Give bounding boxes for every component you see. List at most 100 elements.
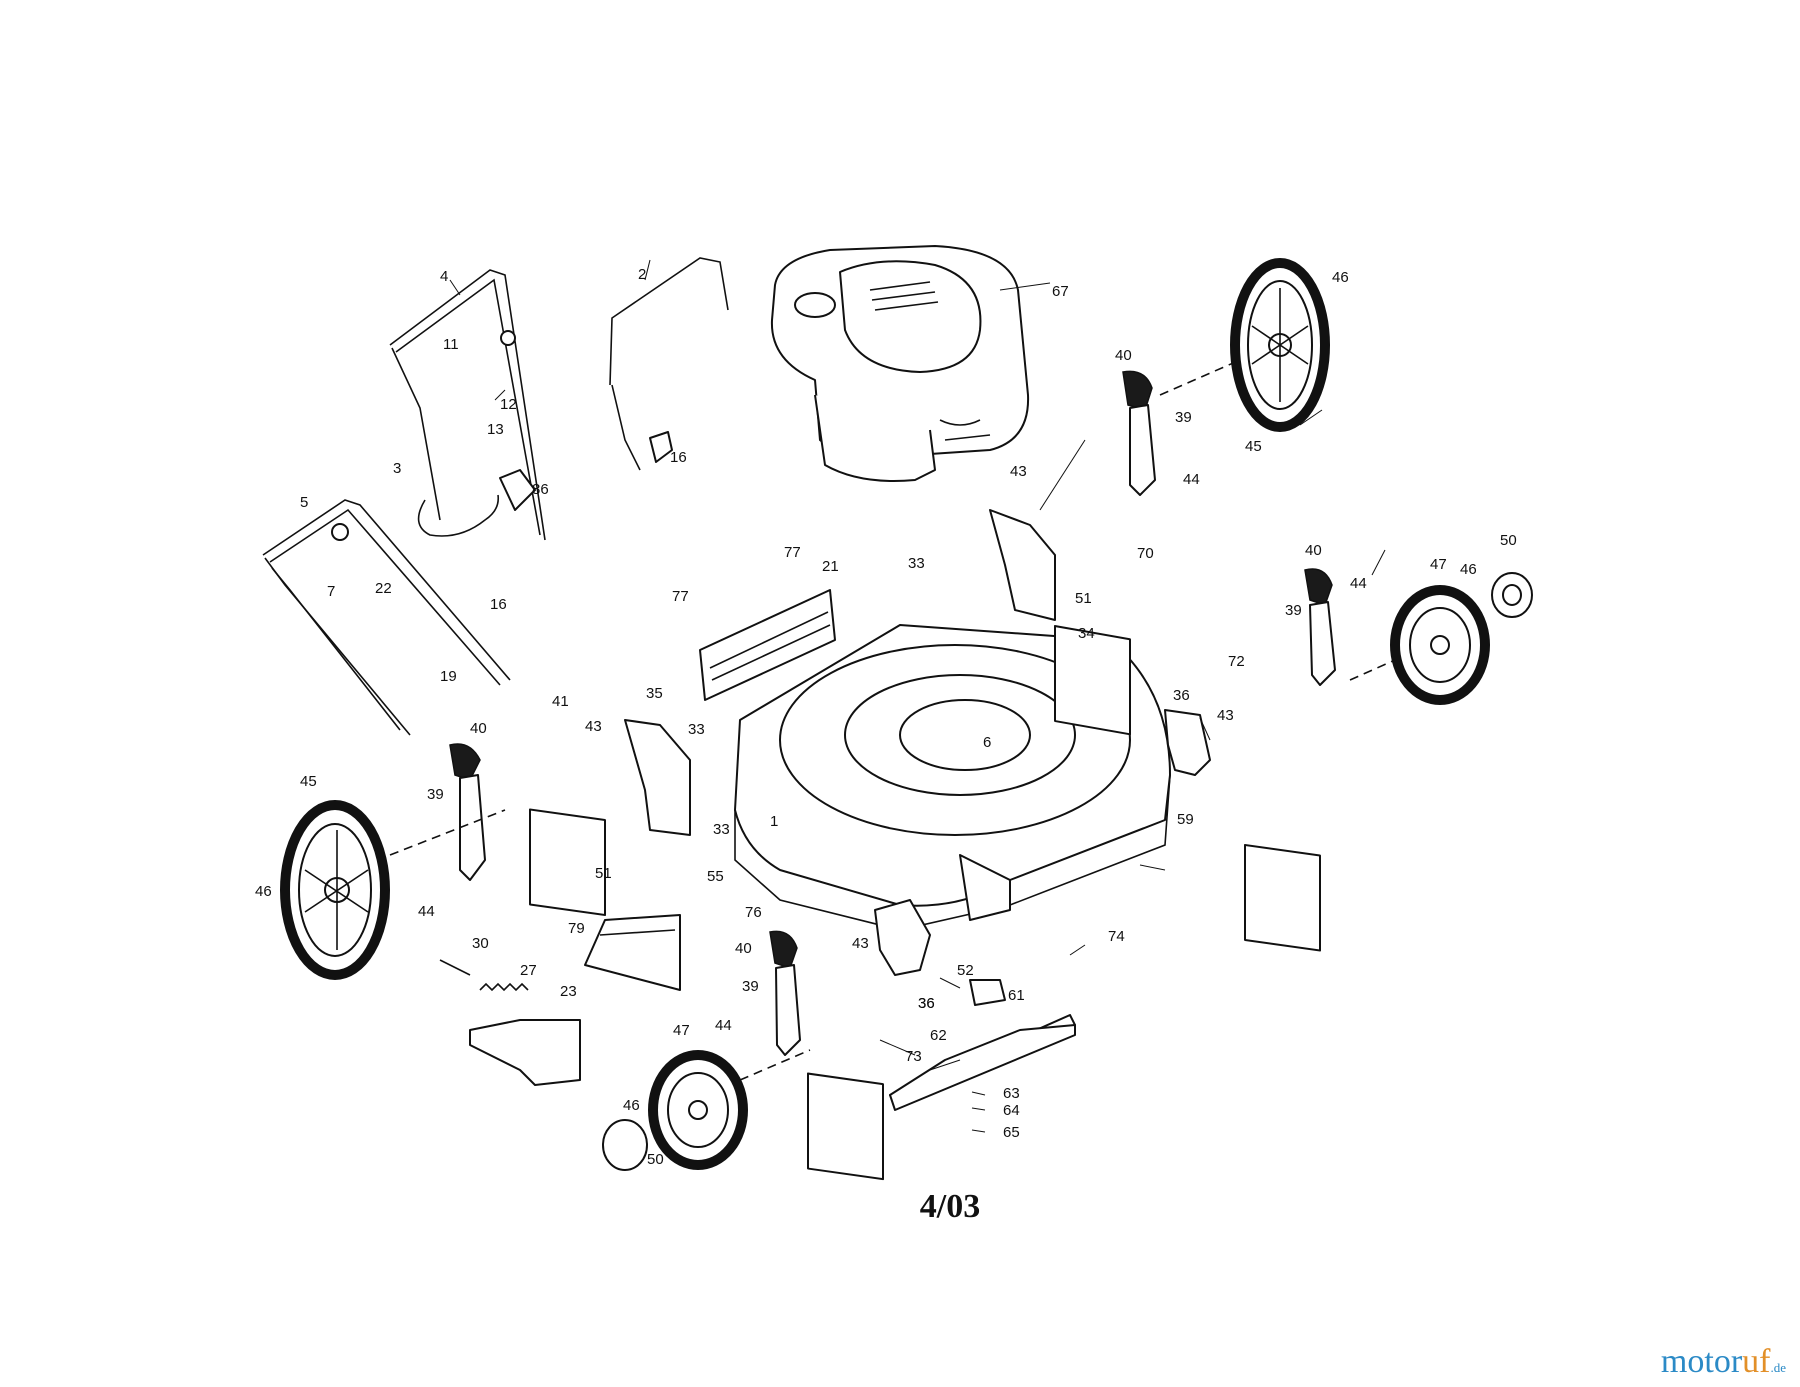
callout-35: 35 [646,685,663,702]
callout-22: 22 [375,580,392,597]
front-wheel-right-drawing [1390,585,1490,705]
callout-40d: 40 [735,940,752,957]
height-adjuster-right-rear [1054,370,1156,736]
callout-40b: 40 [470,720,487,737]
watermark-main: motor [1660,1343,1743,1380]
callout-70: 70 [1137,545,1154,562]
callout-44d: 44 [715,1017,732,1034]
callout-13: 13 [487,421,504,438]
callout-79: 79 [568,920,585,937]
control-bail-drawing [609,257,729,471]
hub-caps-drawing [602,572,1533,1171]
bracket-34-drawing [989,509,1056,621]
callout-43b: 43 [585,718,602,735]
revision-date: 4/03 [919,1188,981,1225]
bracket-36-front-drawing [874,899,931,976]
watermark-accent: uf [1742,1343,1771,1380]
blade-adapter-drawing [969,979,1006,1006]
callout-43d: 43 [852,935,869,952]
callout-76: 76 [745,904,762,921]
callout-1: 1 [770,813,778,830]
callout-19: 19 [440,668,457,685]
leader-lines [449,259,1386,1133]
callout-86: 86 [532,481,549,498]
callout-63: 63 [1003,1085,1020,1102]
callout-51b: 51 [595,865,612,882]
callout-33b: 33 [688,721,705,738]
rear-wheel-left-drawing [280,800,390,980]
callout-34: 34 [1078,625,1095,642]
callout-62: 62 [930,1027,947,1044]
height-adjuster-left-rear [449,743,606,917]
callout-46a: 46 [1332,269,1349,286]
upper-handle-drawing [389,269,546,541]
callout-43a: 43 [1010,463,1027,480]
callout-67: 67 [1052,283,1069,300]
callout-44a: 44 [1183,471,1200,488]
callout-11: 11 [443,336,459,353]
callout-72: 72 [1228,653,1245,670]
callout-39b: 39 [427,786,444,803]
callout-6: 6 [983,734,991,751]
callout-47a: 47 [1430,556,1447,573]
height-adjuster-right-front [1244,568,1336,952]
callout-3: 3 [393,460,401,477]
callout-12: 12 [500,396,517,413]
callout-43c: 43 [1217,707,1234,724]
bracket-36-right-drawing [1164,709,1211,776]
callout-16b: 16 [490,596,507,613]
rear-wheel-right-drawing [1230,258,1330,432]
callout-33c: 33 [713,821,730,838]
rear-baffle-drawing [699,589,836,701]
callout-39d: 39 [742,978,759,995]
callout-44b: 44 [418,903,435,920]
callout-55: 55 [707,868,724,885]
handle-bracket-3-drawing [417,494,500,537]
bracket-35-drawing [624,719,691,836]
callout-27: 27 [520,962,537,979]
callout-65: 65 [1003,1124,1020,1141]
watermark-logo: motoruf.de [1661,1343,1786,1381]
hinge-rod-drawing [439,959,471,976]
callout-36c: 36 [918,995,935,1012]
callout-45b: 45 [300,773,317,790]
spring-drawing [479,982,529,992]
callout-61: 61 [1008,987,1025,1004]
axle-lines [389,359,1396,1081]
callout-77a: 77 [784,544,801,561]
callouts: 67 4 2 11 12 13 16 3 86 5 7 22 16 19 46 … [255,266,1517,1168]
callout-7: 7 [327,583,335,600]
callout-51a: 51 [1075,590,1092,607]
callout-21: 21 [822,558,839,575]
callout-4: 4 [440,268,448,285]
callout-41: 41 [552,693,569,710]
callout-50a: 50 [1500,532,1517,549]
callout-39a: 39 [1175,409,1192,426]
callout-36b: 36 [918,995,935,1012]
callout-30: 30 [472,935,489,952]
callout-40a: 40 [1115,347,1132,364]
callout-16a: 16 [670,449,687,466]
blade-drawing [889,1014,1076,1111]
front-wheel-left-drawing [648,1050,748,1170]
callout-44c: 44 [1350,575,1367,592]
callout-33a: 33 [908,555,925,572]
callout-40c: 40 [1305,542,1322,559]
callout-77b: 77 [672,588,689,605]
callout-36a: 36 [1173,687,1190,704]
rear-flap-drawing [469,1019,581,1086]
callout-59: 59 [1177,811,1194,828]
watermark-tld: .de [1770,1360,1786,1375]
callout-46d: 46 [623,1097,640,1114]
callout-5: 5 [300,494,308,511]
callout-23: 23 [560,983,577,1000]
callout-47b: 47 [673,1022,690,1039]
callout-46c: 46 [1460,561,1477,578]
callout-39c: 39 [1285,602,1302,619]
lower-handle-drawing [262,499,511,736]
height-adjuster-left-front [769,930,884,1181]
callout-2: 2 [638,266,646,283]
callout-64: 64 [1003,1102,1020,1119]
callout-50b: 50 [647,1151,664,1168]
